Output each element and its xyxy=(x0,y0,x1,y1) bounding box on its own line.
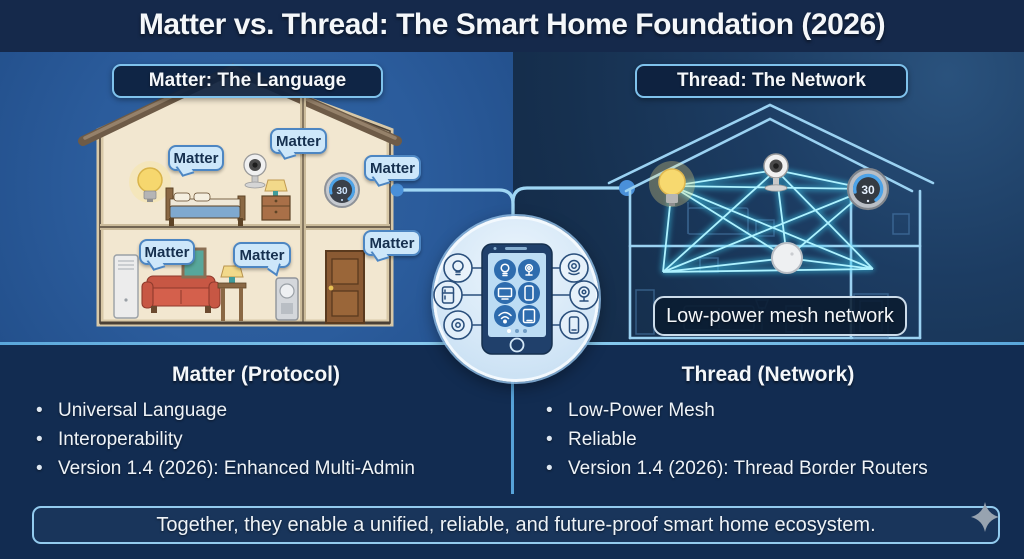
thread-bullet-list: Low-Power Mesh Reliable Version 1.4 (202… xyxy=(544,396,1014,483)
matter-bubble: Matter xyxy=(139,239,195,271)
matter-house: 30 xyxy=(78,63,402,327)
matter-bubble: Matter xyxy=(233,242,291,277)
security-camera-icon xyxy=(567,259,581,276)
connector-node-left xyxy=(390,183,404,197)
security-camera-icon xyxy=(524,263,534,276)
door-icon xyxy=(325,250,365,324)
list-item: Low-Power Mesh xyxy=(544,396,1014,425)
tablet-icon xyxy=(522,308,536,324)
webcam-icon xyxy=(578,286,590,302)
wifi-icon xyxy=(498,311,512,324)
thermostat-icon: 30 xyxy=(324,172,360,208)
phone-hub-art xyxy=(433,243,599,355)
smartphone-hub-icon xyxy=(481,243,553,355)
thermostat-value: 30 xyxy=(336,186,348,197)
bed-icon xyxy=(165,187,246,226)
light-bulb-icon xyxy=(500,263,510,277)
list-item: Universal Language xyxy=(34,396,504,425)
matter-bubble: Matter xyxy=(168,145,224,177)
tv-icon xyxy=(497,287,513,300)
matter-protocol-heading: Matter (Protocol) xyxy=(172,363,340,386)
thread-header-pill: Thread: The Network xyxy=(635,64,908,98)
security-camera-icon xyxy=(243,153,267,189)
footer-text: Together, they enable a unified, reliabl… xyxy=(156,514,876,536)
smartphone-icon xyxy=(524,285,534,301)
matter-bullet-list: Universal Language Interoperability Vers… xyxy=(34,396,504,483)
light-bulb-icon xyxy=(649,161,695,207)
matter-bubble: Matter xyxy=(363,230,421,262)
footer-banner: Together, they enable a unified, reliabl… xyxy=(32,506,1000,544)
light-bulb-icon xyxy=(452,260,464,276)
column-divider xyxy=(511,378,514,494)
smart-fridge-icon xyxy=(441,286,455,304)
thread-network-heading: Thread (Network) xyxy=(681,363,855,386)
thermostat-icon: 30 xyxy=(846,167,890,211)
matter-bubble: Matter xyxy=(364,155,421,187)
list-item: Version 1.4 (2026): Enhanced Multi-Admin xyxy=(34,454,504,483)
sparkle-icon xyxy=(971,502,999,532)
smart-speaker-icon xyxy=(275,277,299,321)
page-title: Matter vs. Thread: The Smart Home Founda… xyxy=(138,8,886,41)
security-camera-icon xyxy=(763,153,789,192)
title-band xyxy=(0,0,1024,52)
sofa-icon xyxy=(141,275,221,313)
table-lamp-icon xyxy=(217,265,247,321)
air-conditioner-icon xyxy=(113,254,139,319)
matter-header-pill: Matter: The Language xyxy=(112,64,383,98)
thermostat-dial-icon xyxy=(451,318,465,332)
smart-sensor-icon xyxy=(771,242,803,274)
nightstand-lamp-icon xyxy=(261,179,291,221)
list-item: Version 1.4 (2026): Thread Border Router… xyxy=(544,454,1014,483)
phone-hub xyxy=(433,216,599,382)
smartphone-icon xyxy=(568,316,580,334)
mesh-network-label: Low-power mesh network xyxy=(653,296,907,336)
light-bulb-icon xyxy=(129,161,171,203)
thermostat-value: 30 xyxy=(861,183,875,197)
list-item: Reliable xyxy=(544,425,1014,454)
list-item: Interoperability xyxy=(34,425,504,454)
matter-bubble: Matter xyxy=(270,128,327,160)
